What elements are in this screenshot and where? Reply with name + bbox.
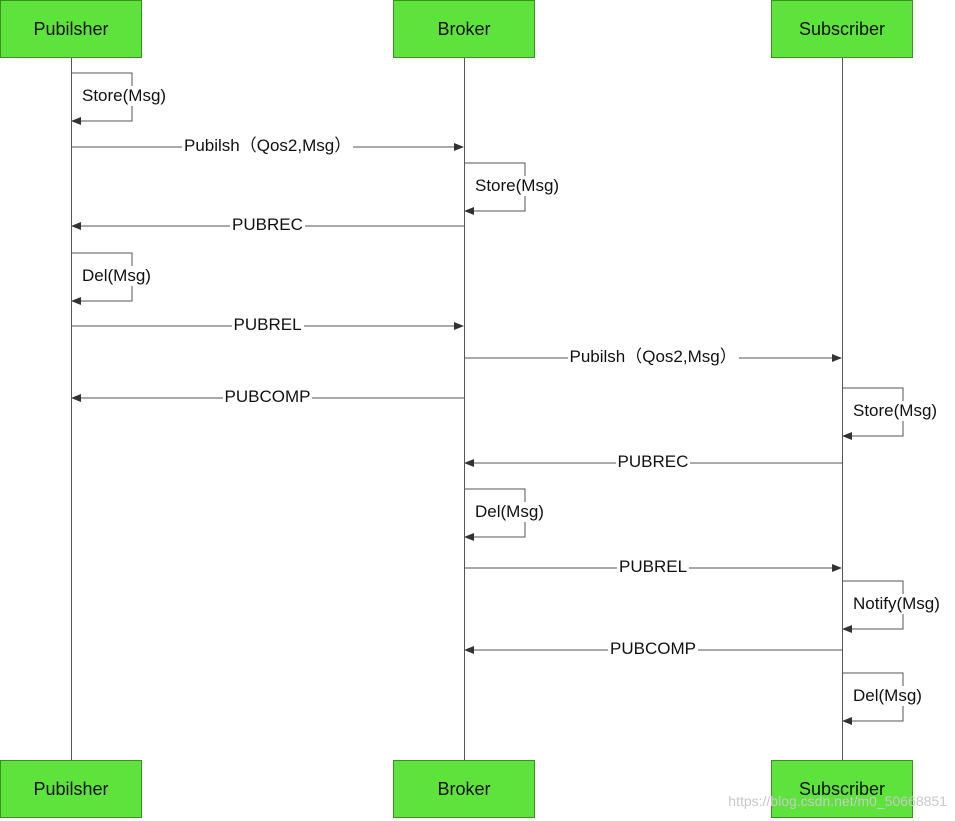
message-label: PUBCOMP	[608, 639, 698, 659]
self-message-label: Del(Msg)	[80, 266, 153, 286]
self-message-label: Store(Msg)	[80, 86, 169, 106]
participant-box-subscriber-bottom: Subscriber	[771, 760, 913, 818]
self-message-label: Store(Msg)	[851, 401, 940, 421]
message-label: Pubilsh（Qos2,Msg）	[567, 347, 739, 367]
watermark: https://blog.csdn.net/m0_50668851	[728, 793, 947, 809]
lifeline-publisher	[71, 58, 72, 760]
participant-box-broker-bottom: Broker	[393, 760, 535, 818]
participant-box-broker-top: Broker	[393, 0, 535, 58]
lifeline-subscriber	[842, 58, 843, 760]
message-label: PUBREL	[231, 315, 304, 335]
message-label: PUBREL	[617, 557, 690, 577]
message-label: PUBREC	[615, 452, 691, 472]
participant-box-publisher-top: Pubilsher	[0, 0, 142, 58]
self-message-label: Store(Msg)	[473, 176, 562, 196]
message-label: Pubilsh（Qos2,Msg）	[182, 136, 354, 156]
self-message-label: Notify(Msg)	[851, 594, 942, 614]
participant-box-subscriber-top: Subscriber	[771, 0, 913, 58]
self-message-label: Del(Msg)	[851, 686, 924, 706]
message-label: PUBCOMP	[222, 387, 313, 407]
lifeline-broker	[464, 58, 465, 760]
participant-box-publisher-bottom: Pubilsher	[0, 760, 142, 818]
message-label: PUBREC	[230, 215, 305, 235]
self-message-label: Del(Msg)	[473, 502, 546, 522]
